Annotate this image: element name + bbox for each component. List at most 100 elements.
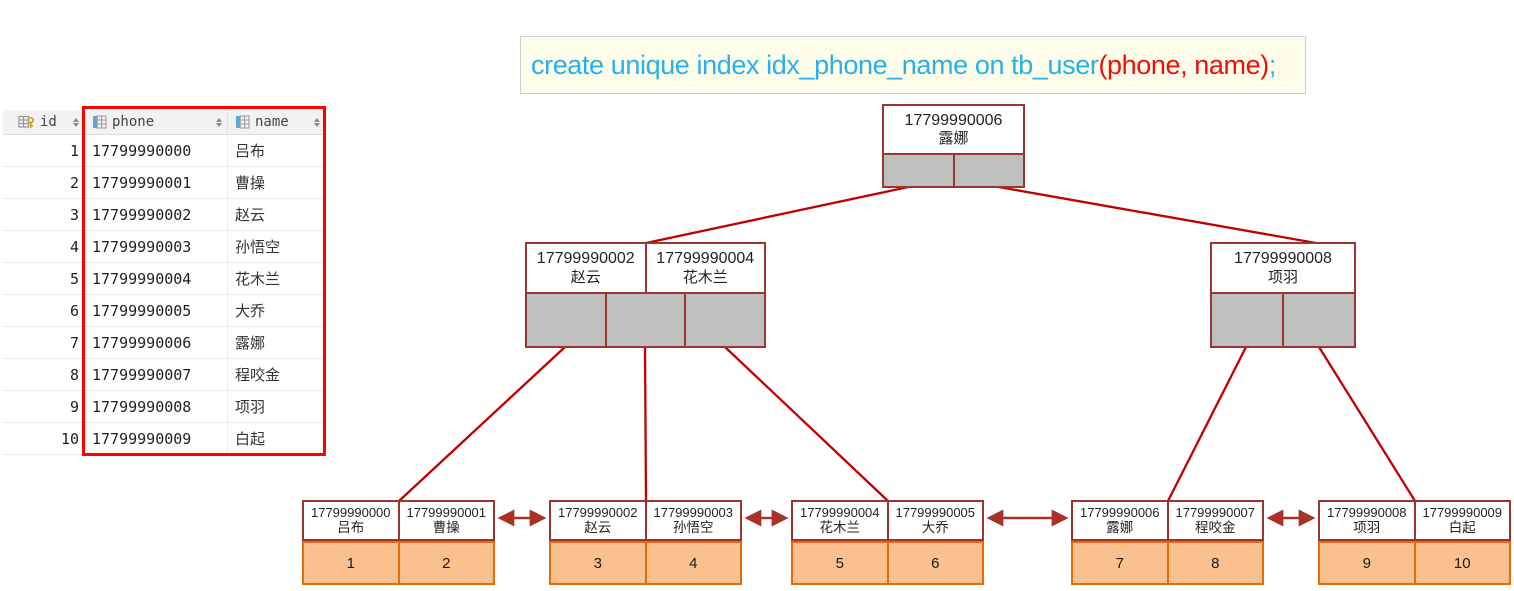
cell-name[interactable]: 白起 xyxy=(227,423,325,454)
cell-id[interactable]: 8 xyxy=(69,365,79,384)
btree-leaf-node: 17799990008 项羽 17799990009 白起 9 10 xyxy=(1318,500,1511,585)
pointer-row xyxy=(1210,294,1356,348)
cell-name[interactable]: 赵云 xyxy=(227,199,325,230)
key-name: 花木兰 xyxy=(682,268,728,286)
key-cell: 17799990006 露娜 xyxy=(1073,502,1169,539)
table-row: 7 17799990006 露娜 xyxy=(3,327,325,359)
key-name: 赵云 xyxy=(570,268,601,286)
cell-name[interactable]: 大乔 xyxy=(227,295,325,326)
cell-id[interactable]: 10 xyxy=(60,429,79,448)
pointer-cell xyxy=(527,294,607,346)
sql-keyword-text: create unique index idx_phone_name on tb… xyxy=(531,49,1099,80)
edge-internal-left-to-leaf2 xyxy=(643,346,648,502)
key-phone: 17799990000 xyxy=(310,504,391,520)
table-row: 5 17799990004 花木兰 xyxy=(3,263,325,295)
cell-phone[interactable]: 17799990001 xyxy=(84,167,227,198)
key-name: 白起 xyxy=(1448,520,1476,536)
key-table-icon xyxy=(18,115,34,129)
key-name: 曹操 xyxy=(432,520,460,536)
row-id-row: 5 6 xyxy=(791,541,984,585)
cell-id[interactable]: 9 xyxy=(69,397,79,416)
sort-toggle-icon[interactable] xyxy=(216,117,222,127)
table-column-icon xyxy=(93,115,107,129)
key-cell: 17799990004 花木兰 xyxy=(793,502,889,539)
sql-columns-text: (phone, name) xyxy=(1098,49,1269,80)
key-cell: 17799990003 孙悟空 xyxy=(647,502,741,539)
cell-phone[interactable]: 17799990003 xyxy=(84,231,227,262)
key-cell: 17799990008 项羽 xyxy=(1320,502,1416,539)
pointer-cell xyxy=(606,294,687,346)
key-phone: 17799990007 xyxy=(1175,504,1256,520)
key-phone: 17799990002 xyxy=(536,250,635,268)
cell-name[interactable]: 花木兰 xyxy=(227,263,325,294)
row-id-row: 1 2 xyxy=(302,541,495,585)
key-phone: 17799990005 xyxy=(895,504,976,520)
sql-statement-box: create unique index idx_phone_name on tb… xyxy=(520,36,1306,94)
key-cell: 17799990000 吕布 xyxy=(304,502,400,539)
table-row: 9 17799990008 项羽 xyxy=(3,391,325,423)
cell-name[interactable]: 露娜 xyxy=(227,327,325,358)
cell-phone[interactable]: 17799990007 xyxy=(84,359,227,390)
key-cell: 17799990009 白起 xyxy=(1416,502,1510,539)
cell-id[interactable]: 7 xyxy=(69,333,79,352)
key-name: 吕布 xyxy=(337,520,365,536)
key-name: 项羽 xyxy=(1267,268,1298,286)
sort-toggle-icon[interactable] xyxy=(73,117,79,127)
cell-id[interactable]: 4 xyxy=(69,237,79,256)
cell-id[interactable]: 1 xyxy=(69,141,79,160)
edge-internal-right-to-leaf4 xyxy=(1166,346,1248,502)
tb-user-data-grid: id phone xyxy=(3,110,325,455)
cell-id[interactable]: 6 xyxy=(69,301,79,320)
row-id-row: 7 8 xyxy=(1071,541,1264,585)
row-id-row: 9 10 xyxy=(1318,541,1511,585)
cell-phone[interactable]: 17799990002 xyxy=(84,199,227,230)
row-id-cell: 9 xyxy=(1320,543,1416,583)
cell-phone[interactable]: 17799990004 xyxy=(84,263,227,294)
key-name: 赵云 xyxy=(584,520,612,536)
key-name: 花木兰 xyxy=(819,520,861,536)
grid-header-row: id phone xyxy=(3,110,325,135)
key-cell: 17799990004 花木兰 xyxy=(647,244,765,292)
key-name: 孙悟空 xyxy=(673,520,714,536)
btree-leaf-node: 17799990002 赵云 17799990003 孙悟空 3 4 xyxy=(549,500,742,585)
cell-id[interactable]: 2 xyxy=(69,173,79,192)
cell-name[interactable]: 程咬金 xyxy=(227,359,325,390)
cell-id[interactable]: 5 xyxy=(69,269,79,288)
cell-id[interactable]: 3 xyxy=(69,205,79,224)
cell-name[interactable]: 曹操 xyxy=(227,167,325,198)
cell-phone[interactable]: 17799990006 xyxy=(84,327,227,358)
table-row: 1 17799990000 吕布 xyxy=(3,135,325,167)
sort-toggle-icon[interactable] xyxy=(314,117,320,127)
cell-phone[interactable]: 17799990005 xyxy=(84,295,227,326)
column-header-name[interactable]: name xyxy=(227,110,325,134)
table-row: 8 17799990007 程咬金 xyxy=(3,359,325,391)
cell-name[interactable]: 孙悟空 xyxy=(227,231,325,262)
cell-name[interactable]: 吕布 xyxy=(227,135,325,166)
key-cell: 17799990008 项羽 xyxy=(1212,244,1354,292)
pointer-cell xyxy=(1284,294,1354,346)
column-label: id xyxy=(40,114,57,130)
row-id-cell: 7 xyxy=(1073,543,1169,583)
key-phone: 17799990001 xyxy=(406,504,487,520)
table-column-icon xyxy=(236,115,250,129)
cell-phone[interactable]: 17799990009 xyxy=(84,423,227,454)
table-row: 3 17799990002 赵云 xyxy=(3,199,325,231)
column-label: phone xyxy=(112,114,155,130)
cell-name[interactable]: 项羽 xyxy=(227,391,325,422)
edge-internal-right-to-leaf5 xyxy=(1318,346,1416,502)
key-phone: 17799990006 xyxy=(904,111,1003,129)
cell-phone[interactable]: 17799990008 xyxy=(84,391,227,422)
column-header-phone[interactable]: phone xyxy=(84,110,227,134)
cell-phone[interactable]: 17799990000 xyxy=(84,135,227,166)
column-header-id[interactable]: id xyxy=(3,110,84,134)
pointer-cell xyxy=(1212,294,1284,346)
key-cell: 17799990007 程咬金 xyxy=(1169,502,1263,539)
key-phone: 17799990003 xyxy=(653,504,734,520)
edge-internal-left-to-leaf1 xyxy=(398,346,566,502)
key-phone: 17799990009 xyxy=(1422,504,1503,520)
table-row: 6 17799990005 大乔 xyxy=(3,295,325,327)
row-id-cell: 3 xyxy=(551,543,647,583)
row-id-cell: 2 xyxy=(399,543,493,583)
key-phone: 17799990006 xyxy=(1079,504,1160,520)
row-id-cell: 8 xyxy=(1168,543,1262,583)
